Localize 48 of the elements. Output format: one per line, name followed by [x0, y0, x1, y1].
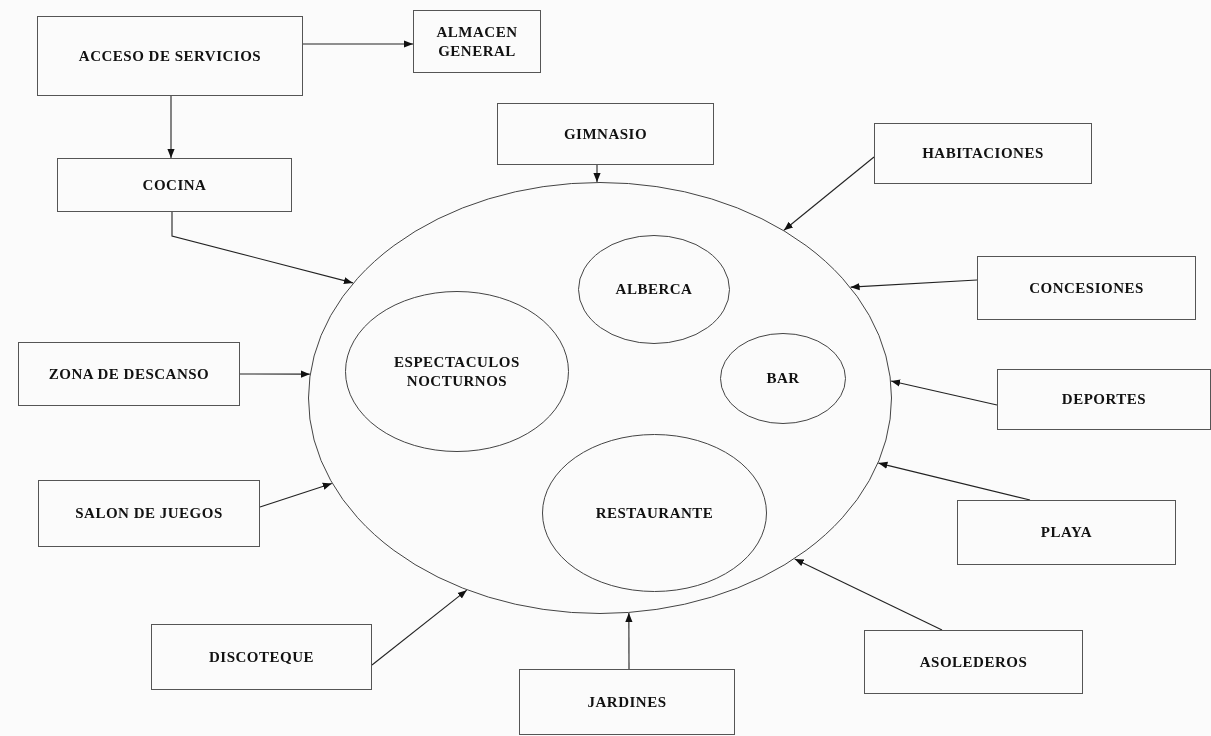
area-circle [578, 235, 730, 344]
area-box [497, 103, 714, 165]
area-label: BAR [765, 369, 801, 388]
area-box [37, 16, 303, 96]
area-label: ALMACEN GENERAL [435, 22, 519, 61]
area-label: ACCESO DE SERVICIOS [77, 46, 263, 66]
area-box [38, 480, 260, 547]
area-box [413, 10, 541, 73]
area-label: ZONA DE DESCANSO [47, 364, 211, 384]
arrow [890, 379, 998, 406]
arrow [259, 482, 333, 508]
area-label: PLAYA [1039, 523, 1094, 542]
area-box [18, 342, 240, 406]
area-label: GIMNASIO [562, 124, 649, 144]
area-box [519, 669, 735, 735]
arrow [877, 461, 1031, 501]
area-label: DISCOTEQUE [208, 647, 315, 667]
arrow [167, 95, 175, 159]
area-label: HABITACIONES [921, 144, 1045, 163]
area-label: ALBERCA [614, 280, 694, 299]
area-box [957, 500, 1176, 565]
area-box [997, 369, 1211, 430]
area-label: SALON DE JUEGOS [74, 504, 224, 523]
area-label: RESTAURANTE [594, 503, 715, 523]
area-label: ASOLEDEROS [918, 652, 1029, 672]
area-circle [720, 333, 846, 424]
area-label: COCINA [141, 175, 208, 195]
arrow [794, 558, 943, 631]
arrow [783, 156, 875, 231]
area-ellipse [308, 182, 892, 614]
area-circle [345, 291, 569, 452]
arrow [371, 589, 468, 666]
arrow [171, 211, 354, 285]
area-label: CONCESIONES [1028, 278, 1145, 298]
arrow [239, 370, 311, 378]
area-box [57, 158, 292, 212]
arrow [850, 279, 978, 291]
arrow [625, 612, 633, 670]
arrow [593, 164, 601, 183]
area-box [151, 624, 372, 690]
area-label: ESPECTACULOS NOCTURNOS [393, 352, 521, 391]
arrow [302, 40, 414, 48]
area-circle [542, 434, 767, 592]
area-box [864, 630, 1083, 694]
area-label: JARDINES [586, 692, 668, 712]
area-box [874, 123, 1092, 184]
area-label: DEPORTES [1060, 390, 1148, 409]
area-box [977, 256, 1196, 320]
